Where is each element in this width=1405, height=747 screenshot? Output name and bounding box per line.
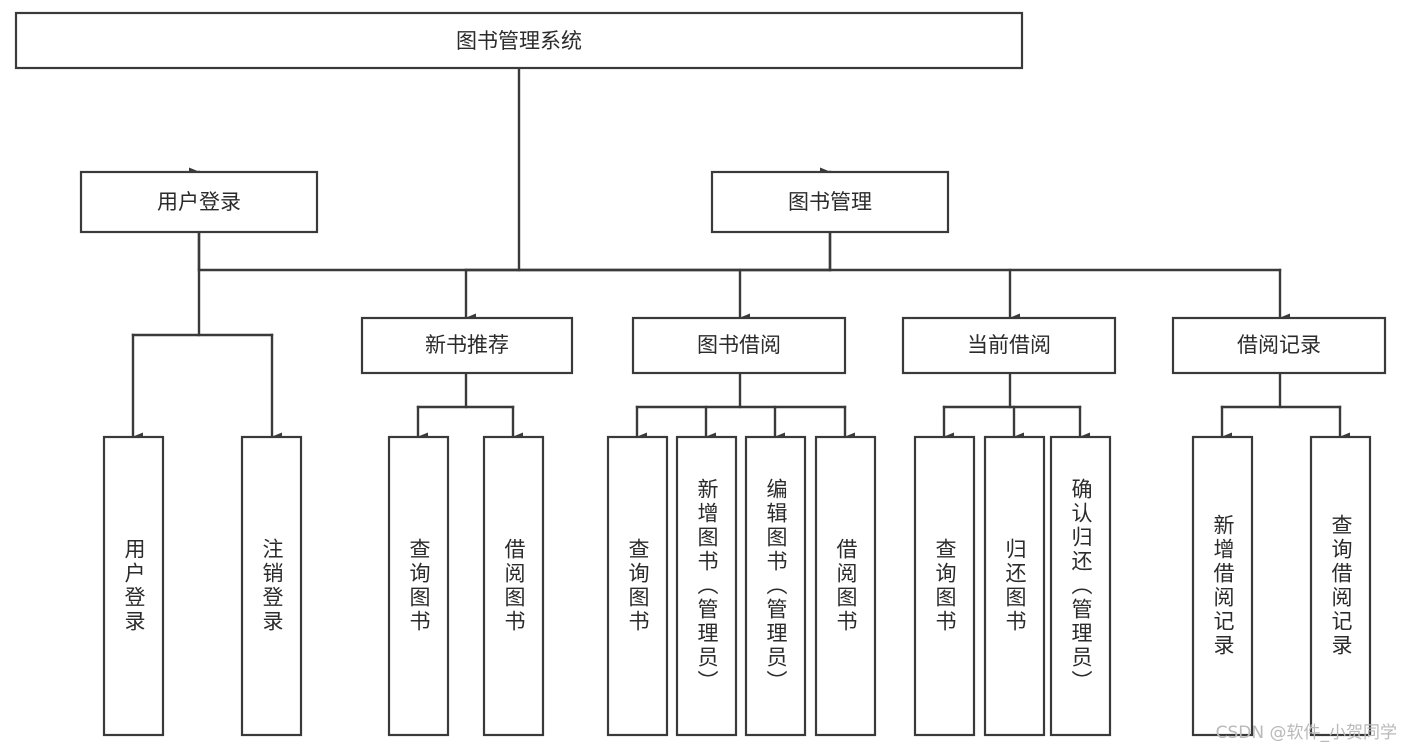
leaf-box-borrow-book-2[interactable] (814, 435, 877, 737)
node-book-borrow-label: 图书借阅 (697, 333, 781, 357)
node-user-login[interactable]: 用户登录 (79, 170, 319, 234)
node-root-box[interactable] (14, 11, 1024, 70)
leaf-node-group (102, 435, 1372, 737)
node-book-borrow-box[interactable] (631, 316, 847, 375)
node-new-book-recommend[interactable]: 新书推荐 (360, 316, 574, 375)
node-current-borrow-box[interactable] (901, 316, 1117, 375)
leaf-box-user-logout[interactable] (240, 435, 303, 737)
node-book-borrow[interactable]: 图书借阅 (631, 316, 847, 375)
connector-group (131, 66, 1350, 442)
node-user-login-box[interactable] (79, 170, 319, 234)
leaf-box-return-book[interactable] (983, 435, 1046, 737)
node-book-manage-box[interactable] (710, 170, 950, 234)
node-current-borrow[interactable]: 当前借阅 (901, 316, 1117, 375)
node-root[interactable]: 图书管理系统 (14, 11, 1024, 70)
leaf-box-user-login[interactable] (102, 435, 165, 737)
leaf-box-add-book[interactable] (675, 435, 738, 737)
node-user-login-label: 用户登录 (157, 190, 241, 214)
node-current-borrow-label: 当前借阅 (967, 333, 1051, 357)
leaf-box-query-book-3[interactable] (913, 435, 976, 737)
leaf-box-query-book-1[interactable] (387, 435, 450, 737)
node-root-label: 图书管理系统 (456, 29, 582, 53)
leaf-box-borrow-book-1[interactable] (482, 435, 545, 737)
leaf-box-confirm-return[interactable] (1049, 435, 1112, 737)
node-new-book-recommend-label: 新书推荐 (425, 333, 509, 357)
node-borrow-record-label: 借阅记录 (1237, 333, 1321, 357)
leaf-box-edit-book[interactable] (744, 435, 807, 737)
leaf-box-query-record[interactable] (1309, 435, 1372, 737)
leaf-box-query-book-2[interactable] (606, 435, 669, 737)
node-book-manage-label: 图书管理 (788, 190, 872, 214)
leaf-box-add-record[interactable] (1191, 435, 1254, 737)
node-borrow-record[interactable]: 借阅记录 (1171, 316, 1387, 375)
node-borrow-record-box[interactable] (1171, 316, 1387, 375)
node-book-manage[interactable]: 图书管理 (710, 170, 950, 234)
node-new-book-recommend-box[interactable] (360, 316, 574, 375)
